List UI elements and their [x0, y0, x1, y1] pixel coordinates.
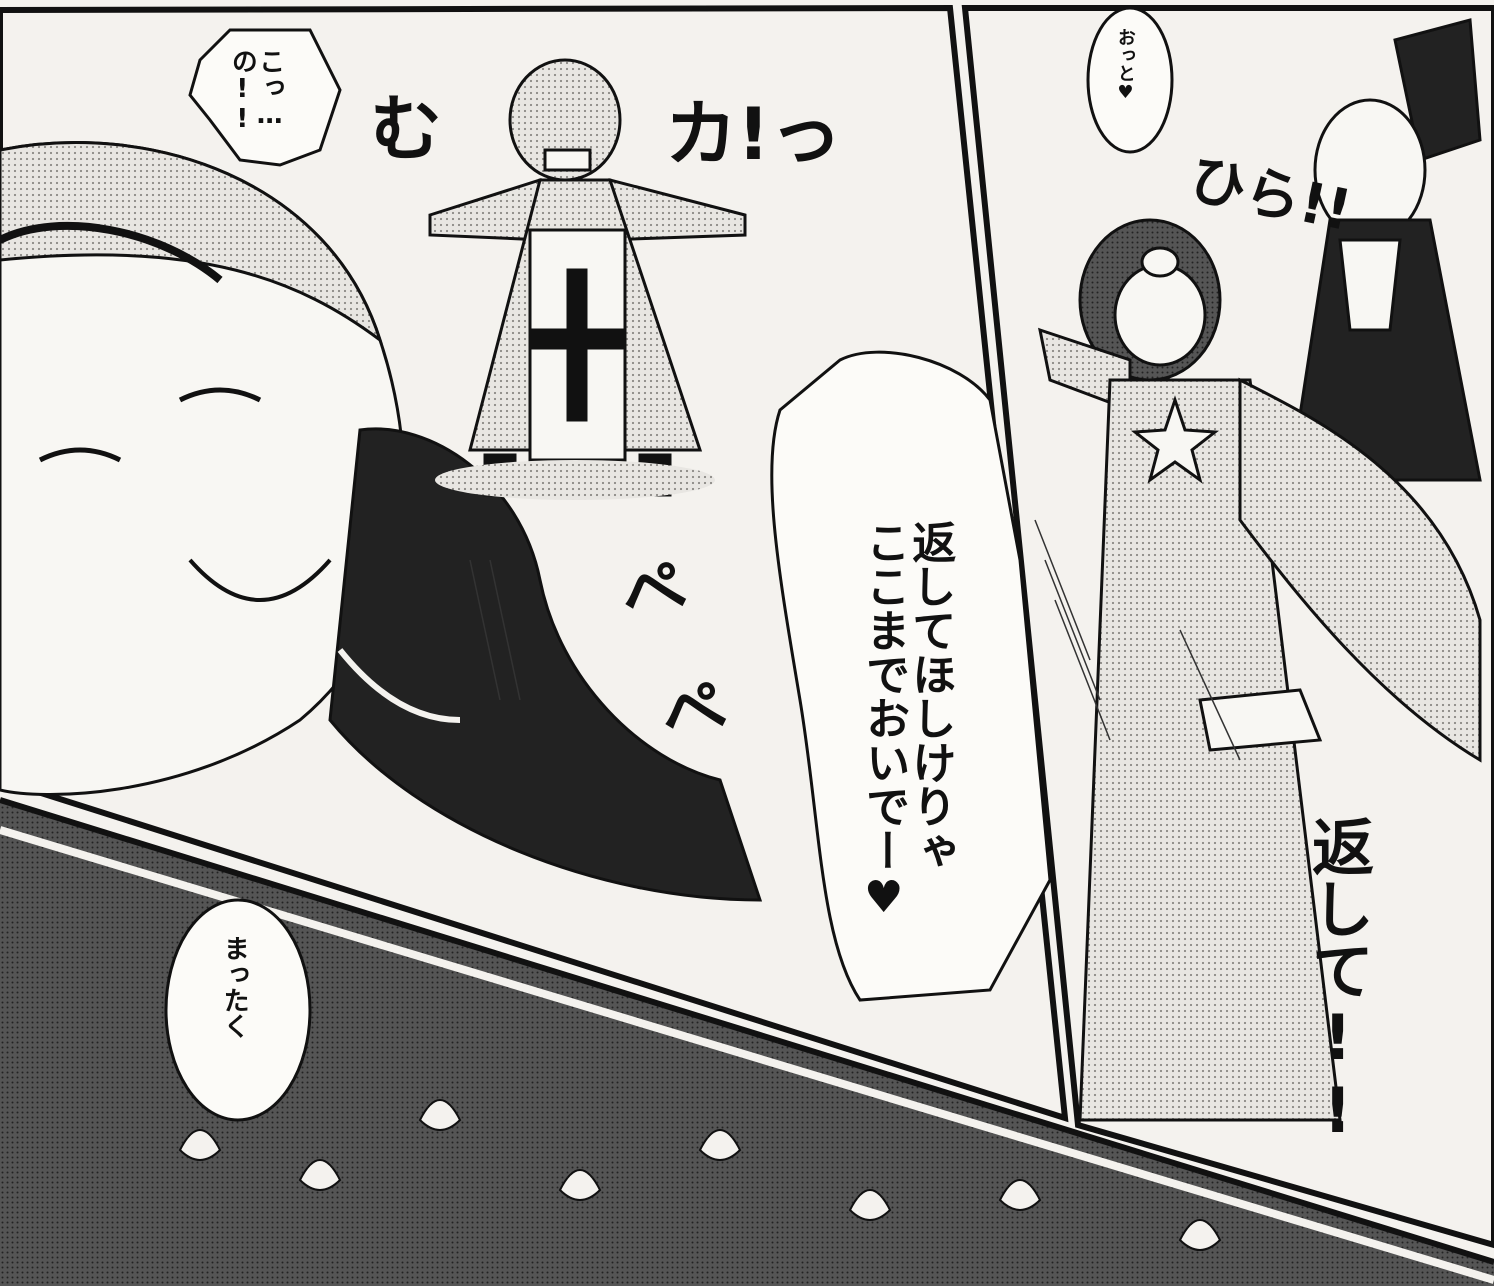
panel-borders: [0, 4, 1494, 1249]
speed-lines: [469, 519, 1241, 761]
bubble-kaeshite-text: 返して!!: [1301, 815, 1375, 1147]
chibi-character: [428, 58, 747, 500]
balloon-mattaku: [164, 898, 312, 1122]
balloon-otto: [1086, 6, 1174, 154]
balloon-main: [770, 350, 1052, 1002]
foliage-panel: [0, 797, 1494, 1286]
balloon-kotsu: [188, 28, 342, 167]
sfx-mu: む: [370, 87, 443, 171]
right-panel-characters: [1038, 18, 1482, 1122]
balloons: [164, 6, 1174, 1122]
bubble-otto-text: おっと♥: [1114, 28, 1136, 103]
sfx-ka: カ!っ: [665, 92, 842, 176]
bubble-mattaku-text: まったく: [219, 935, 250, 1039]
bubble-kotsu-text: こっ… の!!: [227, 48, 285, 134]
bubble-main-text: 返してほしけりゃ ここまでおいでー♥: [858, 520, 956, 923]
